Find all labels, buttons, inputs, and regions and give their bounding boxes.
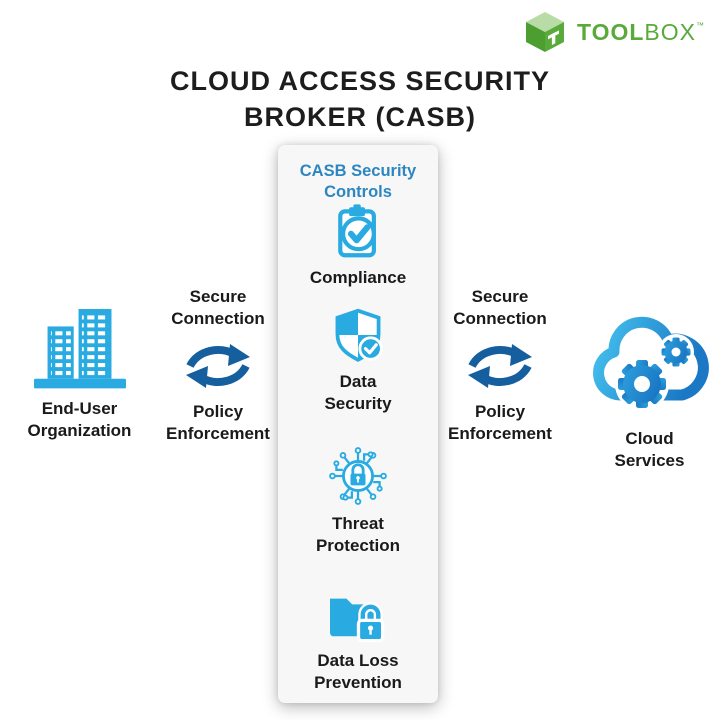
buildings-icon [33, 309, 126, 389]
control-compliance: Compliance [278, 201, 438, 289]
folder-lock-icon [330, 598, 385, 643]
threat-protection-label: Threat Protection [315, 514, 401, 555]
cloud-services-label: Cloud Services [614, 429, 685, 471]
panel-heading: CASB Security Controls [299, 162, 417, 201]
connection-right: Secure Connection Policy Enforcement [432, 286, 568, 445]
trademark: ™ [696, 20, 704, 30]
shield-check-icon [335, 308, 383, 362]
end-user-organization: End-User Organization [12, 290, 147, 442]
title-line-2: BROKER (CASB) [244, 101, 476, 132]
control-data-loss-prevention: Data Loss Prevention [278, 588, 438, 694]
policy-enforcement-label: Policy Enforcement [166, 402, 270, 444]
connection-left: Secure Connection Policy Enforcement [150, 286, 286, 445]
toolbox-cube-icon [525, 12, 564, 52]
casb-security-controls-panel: CASB Security Controls Compliance [278, 145, 438, 703]
data-loss-prevention-label: Data Loss Prevention [314, 651, 402, 692]
clipboard-check-icon [338, 204, 376, 258]
control-threat-protection: Threat Protection [278, 445, 438, 557]
toolbox-logo: TOOLBOX™ [522, 10, 704, 54]
circuit-lock-icon [329, 447, 387, 505]
compliance-label: Compliance [309, 268, 407, 287]
sync-arrows-icon [468, 344, 532, 389]
toolbox-wordmark: TOOLBOX™ [577, 19, 704, 46]
cloud-gears-icon [592, 316, 709, 411]
secure-connection-label: Secure Connection [453, 287, 547, 329]
policy-enforcement-label: Policy Enforcement [448, 402, 552, 444]
cloud-services: Cloud Services [582, 300, 717, 472]
logo-text-light: BOX [644, 18, 696, 45]
control-data-security: Data Security [278, 305, 438, 415]
sync-arrows-icon [186, 344, 250, 389]
page-title: CLOUD ACCESS SECURITY BROKER (CASB) [0, 64, 720, 135]
data-security-label: Data Security [324, 372, 392, 413]
title-line-1: CLOUD ACCESS SECURITY [169, 66, 551, 96]
secure-connection-label: Secure Connection [171, 287, 265, 329]
end-user-organization-label: End-User Organization [27, 399, 132, 441]
logo-text-bold: TOOL [576, 18, 645, 45]
